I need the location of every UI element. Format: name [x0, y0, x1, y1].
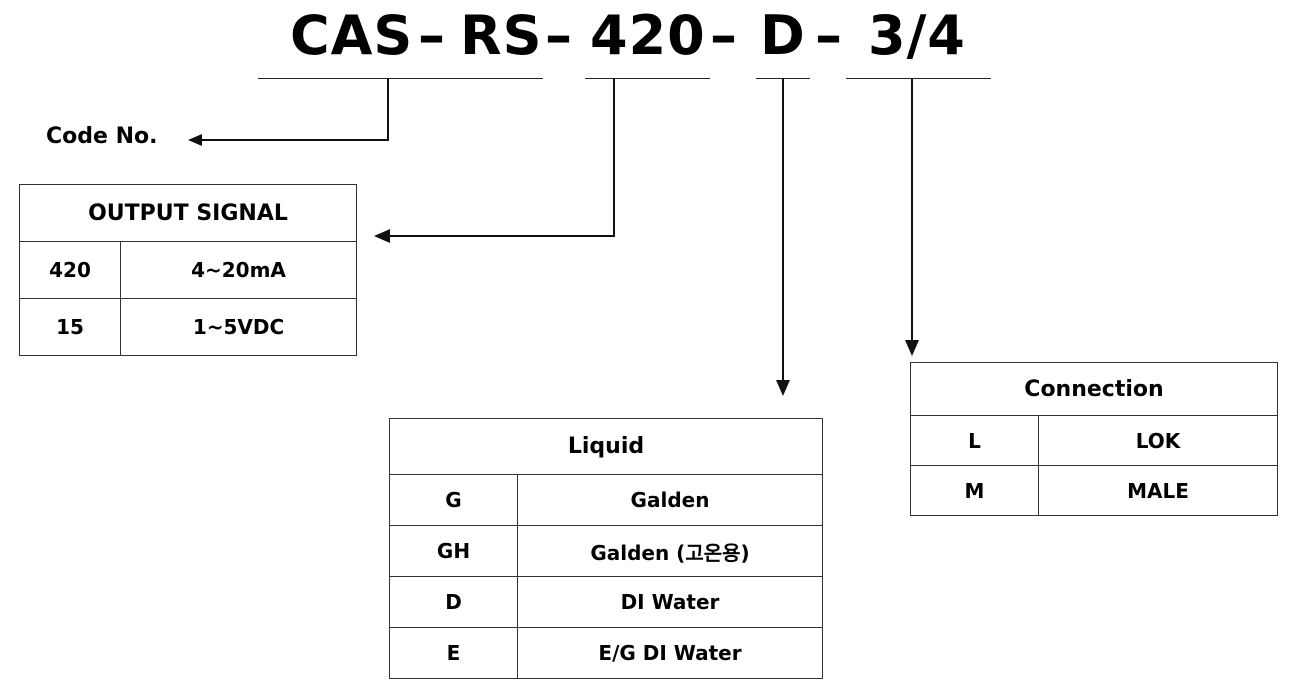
code-separator: – — [710, 4, 737, 67]
output-signal-title: OUTPUT SIGNAL — [19, 184, 357, 242]
table-row: D DI Water — [389, 576, 823, 628]
code-separator: – — [815, 4, 842, 67]
output-value-cell: 4~20mA — [120, 241, 357, 299]
code-no-arrowhead — [188, 134, 202, 146]
liquid-arrowhead — [776, 380, 790, 396]
liquid-value-cell: E/G DI Water — [517, 627, 823, 679]
liquid-code-cell: E — [389, 627, 518, 679]
output-value-cell: 1~5VDC — [120, 298, 357, 356]
table-row: 15 1~5VDC — [19, 298, 357, 356]
liquid-value-cell: DI Water — [517, 576, 823, 628]
table-row: E E/G DI Water — [389, 627, 823, 679]
code-part-liquid: D — [760, 4, 806, 67]
liquid-table: Liquid G Galden GH Galden (고온용) D DI Wat… — [389, 418, 823, 679]
connection-code-cell: L — [910, 415, 1039, 466]
liquid-title: Liquid — [389, 418, 823, 475]
connection-table: Connection L LOK M MALE — [910, 362, 1278, 516]
output-signal-arrowhead — [374, 229, 390, 243]
liquid-code-cell: D — [389, 576, 518, 628]
output-code-cell: 420 — [19, 241, 121, 299]
code-part-output: 420 — [590, 4, 706, 67]
table-row: 420 4~20mA — [19, 241, 357, 299]
code-no-label: Code No. — [46, 124, 158, 149]
output-signal-connector — [388, 78, 615, 237]
connection-value-cell: LOK — [1038, 415, 1278, 466]
code-no-connector — [200, 78, 389, 141]
code-separator: – — [545, 4, 572, 67]
code-part-connection: 3/4 — [868, 4, 966, 67]
connection-value-cell: MALE — [1038, 465, 1278, 516]
table-row: GH Galden (고온용) — [389, 525, 823, 577]
underline-connection — [846, 78, 991, 79]
underline-output — [585, 78, 710, 79]
table-row: G Galden — [389, 474, 823, 526]
table-row: M MALE — [910, 465, 1278, 516]
output-signal-table: OUTPUT SIGNAL 420 4~20mA 15 1~5VDC — [19, 184, 357, 356]
output-code-cell: 15 — [19, 298, 121, 356]
connection-arrowhead — [905, 340, 919, 356]
liquid-code-cell: GH — [389, 525, 518, 577]
connection-title: Connection — [910, 362, 1278, 416]
underline-code — [258, 78, 543, 79]
liquid-value-cell: Galden (고온용) — [517, 525, 823, 577]
table-row: L LOK — [910, 415, 1278, 466]
code-part-cas: CAS — [290, 4, 414, 67]
liquid-code-cell: G — [389, 474, 518, 526]
connection-code-cell: M — [910, 465, 1039, 516]
code-part-rs: RS — [460, 4, 543, 67]
liquid-value-cell: Galden — [517, 474, 823, 526]
code-separator: – — [418, 4, 445, 67]
